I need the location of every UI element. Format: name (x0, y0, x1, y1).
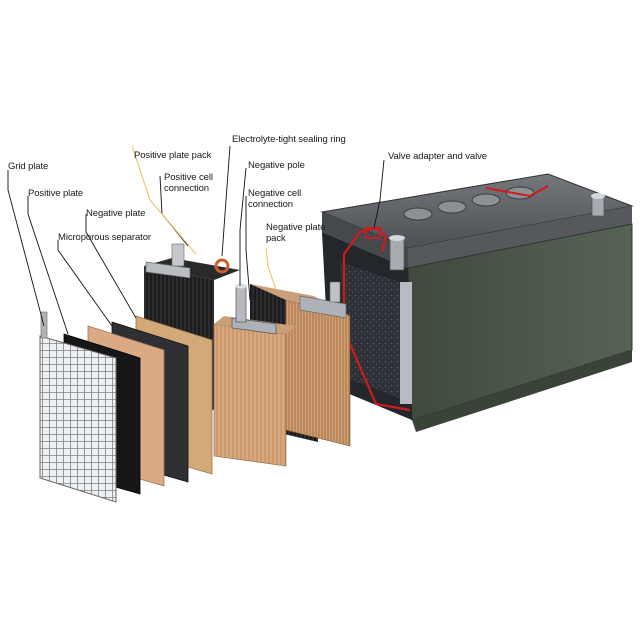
sealing-ring (214, 258, 230, 274)
label-microporous-separator: Microporous separator (58, 232, 151, 243)
plate-stack (39, 311, 213, 503)
vent-caps (403, 186, 535, 221)
leader-lines (7, 145, 385, 335)
front-cell-pack (213, 283, 296, 467)
label-positive-plate-pack: Positive plate pack (134, 150, 212, 161)
battery-terminals (389, 193, 605, 271)
label-negative-cell-connection: Negative cell connection (248, 188, 302, 210)
battery-case (320, 173, 634, 432)
label-valve-adapter-and-valve: Valve adapter and valve (388, 151, 487, 162)
label-electrolyte-tight-sealing-ring: Electrolyte-tight sealing ring (232, 134, 346, 145)
negative-pole-post (235, 285, 247, 323)
grid-plate-shape (39, 335, 117, 503)
label-positive-plate: Positive plate (28, 188, 84, 199)
pack-leader-lines (131, 145, 277, 291)
label-grid-plate: Grid plate (8, 161, 49, 172)
label-negative-pole: Negative pole (248, 160, 305, 171)
label-negative-plate: Negative plate (86, 208, 146, 219)
label-positive-cell-connection: Positive cell connection (164, 172, 213, 194)
label-negative-plate-pack: Negative plate pack (266, 222, 326, 244)
